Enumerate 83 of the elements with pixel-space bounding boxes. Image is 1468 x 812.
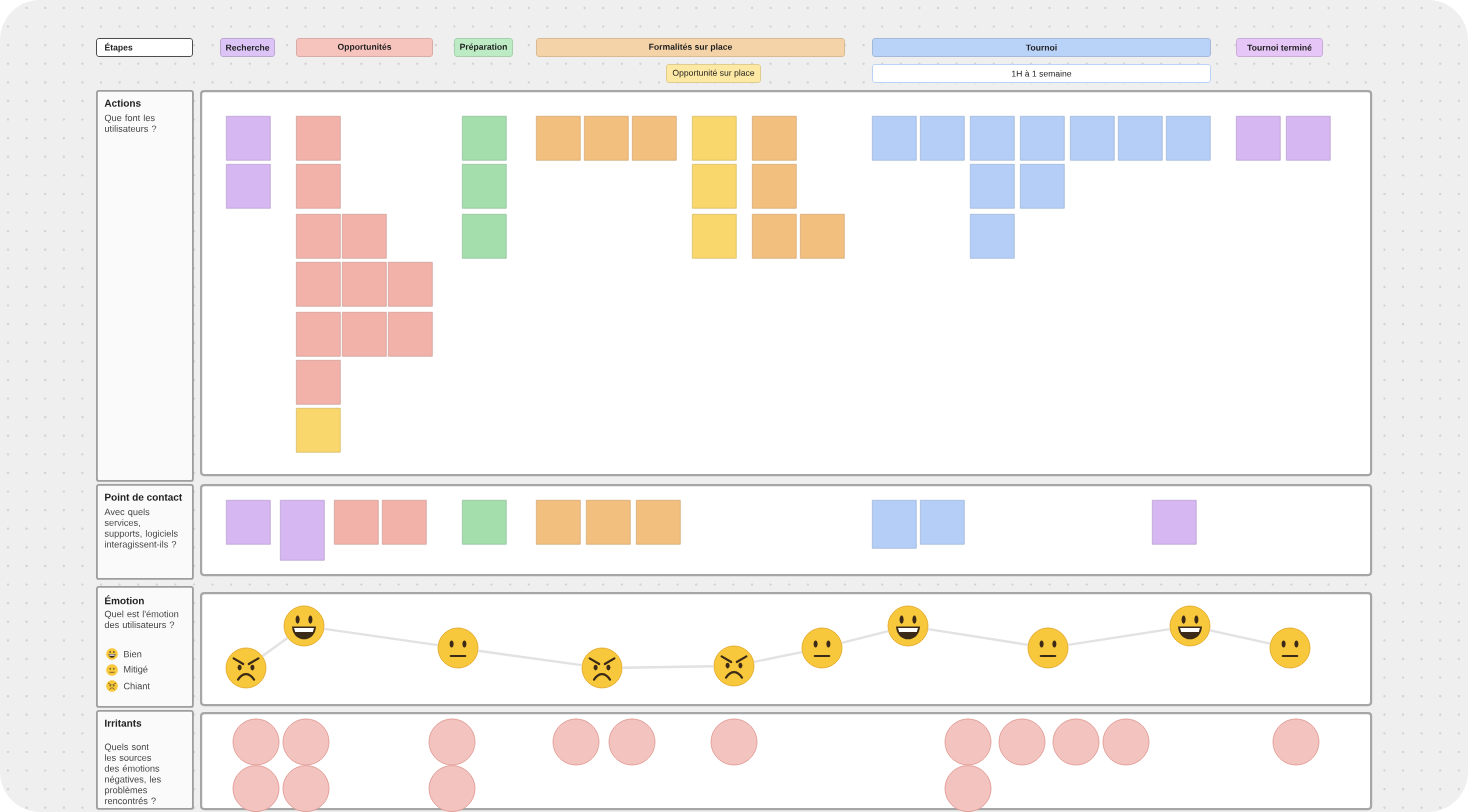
sticky-note	[636, 499, 681, 545]
sticky-note	[296, 262, 341, 307]
sticky-note	[692, 214, 737, 259]
sticky-note	[1020, 116, 1065, 161]
sticky-note	[800, 214, 845, 259]
sticky-note	[920, 116, 965, 161]
sticky-note	[692, 164, 737, 209]
sticky-note	[342, 214, 387, 259]
circle-note	[998, 718, 1046, 766]
sticky-note	[280, 499, 325, 561]
sticky-note	[296, 408, 341, 453]
connector-line	[927, 627, 1029, 646]
connector-line	[841, 629, 889, 645]
happy-face	[887, 605, 929, 647]
sticky-note	[872, 116, 917, 161]
sticky-note	[970, 164, 1015, 209]
sticky-note	[752, 116, 797, 161]
neutral-face	[801, 627, 843, 669]
circle-note	[608, 718, 656, 766]
circle-note	[232, 765, 280, 812]
connector-line	[1067, 627, 1171, 647]
circle-note	[428, 718, 476, 766]
sticky-note	[970, 214, 1015, 259]
sticky-note	[692, 116, 737, 161]
sticky-note	[462, 499, 507, 545]
sticky-note	[226, 499, 271, 545]
sticky-note	[226, 116, 271, 161]
sticky-note	[872, 499, 917, 549]
sticky-note	[1152, 499, 1197, 545]
sticky-note	[388, 312, 433, 357]
happy-face	[1169, 605, 1211, 647]
sticky-note	[1070, 116, 1115, 161]
sticky-note	[296, 214, 341, 259]
connector-line	[478, 649, 582, 667]
sticky-note	[970, 116, 1015, 161]
sticky-note	[536, 116, 581, 161]
connector-line	[261, 636, 289, 657]
sticky-note	[388, 262, 433, 307]
sticky-note	[1118, 116, 1163, 161]
sticky-note	[1020, 164, 1065, 209]
angry-face	[581, 647, 623, 689]
circle-note	[552, 718, 600, 766]
sticky-note	[342, 312, 387, 357]
connector-line	[753, 650, 803, 664]
neutral-face	[437, 627, 479, 669]
circle-note	[428, 765, 476, 812]
circle-note	[1052, 718, 1100, 766]
sticky-note	[296, 360, 341, 405]
circle-note	[710, 718, 758, 766]
sticky-note	[334, 499, 379, 545]
sticky-note	[920, 499, 965, 545]
angry-face	[713, 645, 755, 687]
connector-line	[324, 627, 438, 647]
neutral-face	[1027, 627, 1069, 669]
sticky-note	[382, 499, 427, 545]
circle-note	[1272, 718, 1320, 766]
sticky-note	[1236, 116, 1281, 161]
sticky-note	[752, 214, 797, 259]
circle-note	[944, 765, 992, 812]
sticky-note	[296, 164, 341, 209]
circle-note	[282, 718, 330, 766]
sticky-note	[462, 214, 507, 259]
sticky-note	[1286, 116, 1331, 161]
circle-note	[282, 765, 330, 812]
circle-note	[232, 718, 280, 766]
sticky-note	[296, 116, 341, 161]
sticky-note	[586, 499, 631, 545]
sticky-note	[342, 262, 387, 307]
happy-face	[283, 605, 325, 647]
circle-note	[1102, 718, 1150, 766]
neutral-face	[1269, 627, 1311, 669]
sticky-note	[536, 499, 581, 545]
sticky-note	[1166, 116, 1211, 161]
sticky-note	[632, 116, 677, 161]
sticky-note	[296, 312, 341, 357]
sticky-note	[226, 164, 271, 209]
sticky-note	[462, 164, 507, 209]
circle-note	[944, 718, 992, 766]
angry-face	[225, 647, 267, 689]
sticky-note	[462, 116, 507, 161]
sticky-note	[752, 164, 797, 209]
connector-line	[1209, 629, 1271, 645]
sticky-note	[584, 116, 629, 161]
